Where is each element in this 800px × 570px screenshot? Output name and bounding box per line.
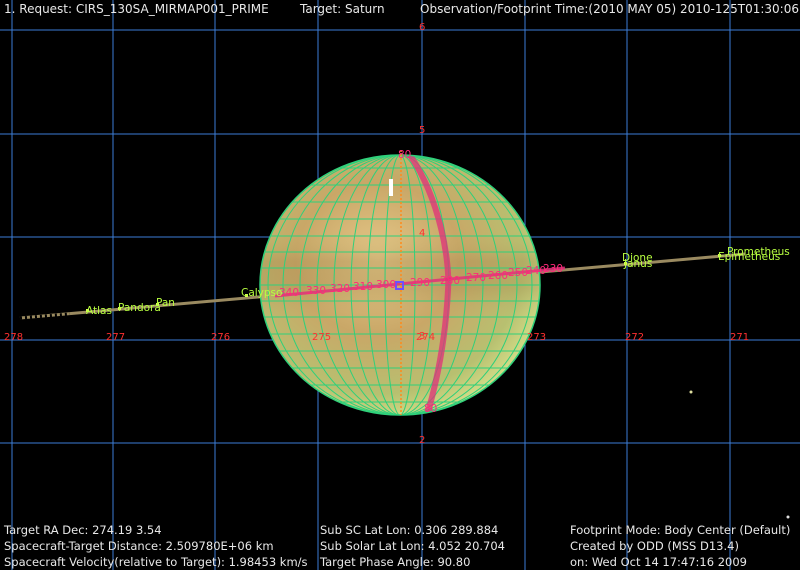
moon-label-janus: Janus (623, 258, 652, 270)
lon-label: 270 (466, 272, 486, 284)
lon-label: 330 (306, 285, 326, 297)
spacecraft-velocity: Spacecraft Velocity(relative to Target):… (4, 555, 308, 569)
lon-label: 250 (508, 267, 528, 279)
moon-label-atlas: Atlas (86, 305, 112, 317)
moon-label-prometheus: Prometheus (727, 246, 790, 258)
dec-label: 5 (419, 125, 425, 136)
footprint-meridian (407, 155, 452, 413)
request-label: 1. Request: CIRS_130SA_MIRMAP001_PRIME (4, 2, 269, 16)
footprint-mode: Footprint Mode: Body Center (Default) (570, 523, 791, 537)
lon-label: 310 (353, 281, 373, 293)
star (786, 515, 790, 519)
sub-solar-lat-lon: Sub Solar Lat Lon: 4.052 20.704 (320, 539, 505, 553)
ra-label: 272 (625, 332, 644, 343)
created-by: Created by ODD (MSS D13.4) (570, 539, 739, 553)
lat-label-bottom: 80 (424, 403, 437, 415)
ra-label: 274 (416, 332, 435, 343)
ra-label: 271 (730, 332, 749, 343)
lon-label: 230 (543, 263, 563, 275)
lon-label: 260 (488, 270, 508, 282)
moon-labels: Atlas Pandora Pan Calypso Dione Janus Pr… (86, 246, 790, 317)
ra-label: 278 (4, 332, 23, 343)
observation-time: Observation/Footprint Time:(2010 MAY 05)… (420, 2, 800, 16)
target-phase-angle: Target Phase Angle: 90.80 (320, 555, 471, 569)
moon-label-epimetheus: Epimetheus (718, 251, 780, 263)
lon-label: 290 (410, 277, 430, 289)
moon-label-pandora: Pandora (118, 302, 161, 314)
lon-label: 300 (376, 279, 396, 291)
dec-label: 4 (419, 228, 425, 239)
lat-label-top: 80 (398, 149, 411, 161)
spacecraft-target-distance: Spacecraft-Target Distance: 2.509780E+06… (4, 539, 274, 553)
target-label: Target: Saturn (300, 2, 385, 16)
dec-labels: 6 5 4 3 2 (419, 22, 425, 446)
lon-label: 240 (526, 265, 546, 277)
square-marker-icon[interactable] (395, 281, 404, 290)
dec-label: 2 (419, 435, 425, 446)
dec-label: 3 (419, 331, 425, 342)
ra-label: 275 (312, 332, 331, 343)
lon-label: 280 (440, 275, 460, 287)
ra-label: 277 (106, 332, 125, 343)
created-date: on: Wed Oct 14 17:47:16 2009 (570, 555, 747, 569)
pole-marker-icon (389, 179, 393, 196)
star (689, 390, 693, 394)
target-ra-dec: Target RA Dec: 274.19 3.54 (4, 523, 162, 537)
footprint-equator-track (274, 266, 566, 298)
dec-label: 6 (419, 22, 425, 33)
moon-label-dione: Dione (622, 252, 653, 264)
ra-label: 273 (527, 332, 546, 343)
lon-label: 340 (279, 287, 299, 299)
moon-label-pan: Pan (156, 297, 175, 309)
moon-markers (86, 254, 721, 312)
ra-label: 276 (211, 332, 230, 343)
ra-labels: 278 277 276 275 274 273 272 271 (4, 332, 749, 343)
lon-label: 320 (330, 283, 350, 295)
sub-sc-lat-lon: Sub SC Lat Lon: 0.306 289.884 (320, 523, 499, 537)
longitude-labels: 340 330 320 310 300 290 280 270 260 250 … (279, 263, 563, 299)
moon-label-calypso: Calypso (241, 287, 282, 299)
